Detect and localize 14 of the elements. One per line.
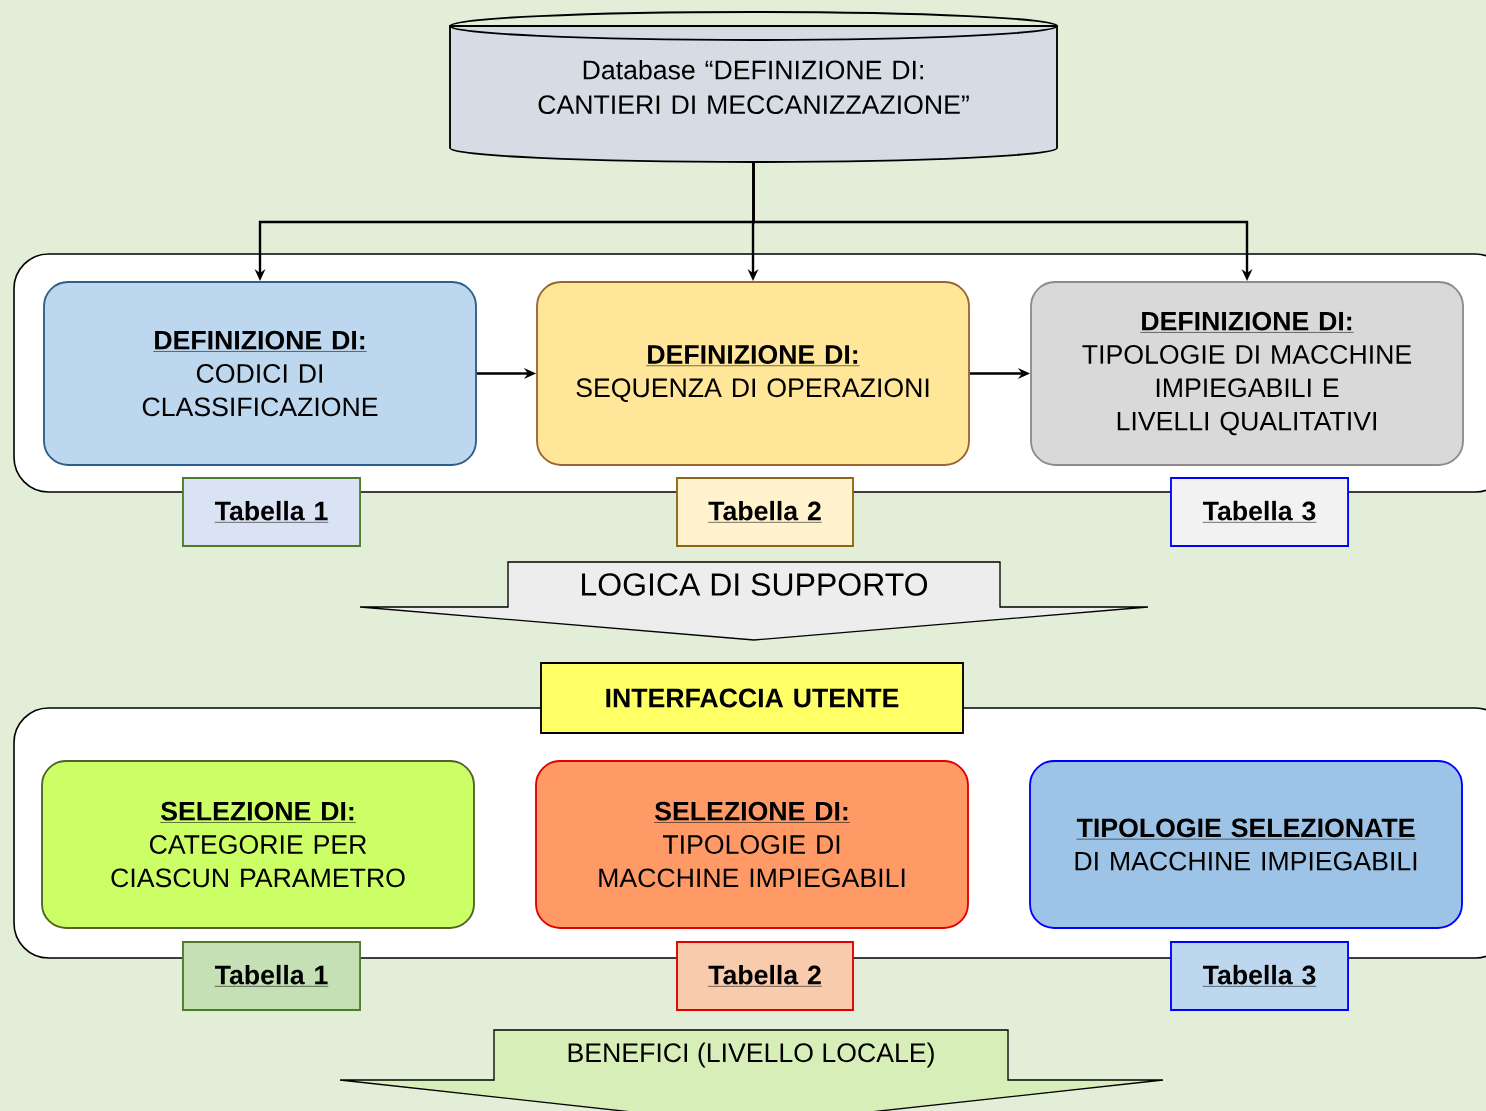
table-label: Tabella 2 bbox=[676, 477, 854, 547]
process-box: TIPOLOGIE SELEZIONATE DI MACCHINE IMPIEGABILI bbox=[1029, 760, 1463, 929]
table-label: Tabella 1 bbox=[182, 941, 361, 1011]
table-label: Tabella 2 bbox=[676, 941, 854, 1011]
database-cylinder: Database “DEFINIZIONE DI: CANTIERI DI MECCANIZZAZIONE” bbox=[449, 11, 1058, 163]
table-label: Tabella 3 bbox=[1170, 477, 1349, 547]
process-box: DEFINIZIONE DI: SEQUENZA DI OPERAZIONI bbox=[536, 281, 970, 466]
process-box: DEFINIZIONE DI: TIPOLOGIE DI MACCHINE IMPIEGABILI E LIVELLI QUALITATIVI bbox=[1030, 281, 1464, 466]
table-label: Tabella 1 bbox=[182, 477, 361, 547]
title-box: INTERFACCIA UTENTE bbox=[540, 662, 964, 734]
table-label: Tabella 3 bbox=[1170, 941, 1349, 1011]
process-box: SELEZIONE DI: TIPOLOGIE DI MACCHINE IMPIEGABILI bbox=[535, 760, 969, 929]
process-box: DEFINIZIONE DI: CODICI DI CLASSIFICAZIONE bbox=[43, 281, 477, 466]
process-box: SELEZIONE DI: CATEGORIE PER CIASCUN PARAMETRO bbox=[41, 760, 475, 929]
